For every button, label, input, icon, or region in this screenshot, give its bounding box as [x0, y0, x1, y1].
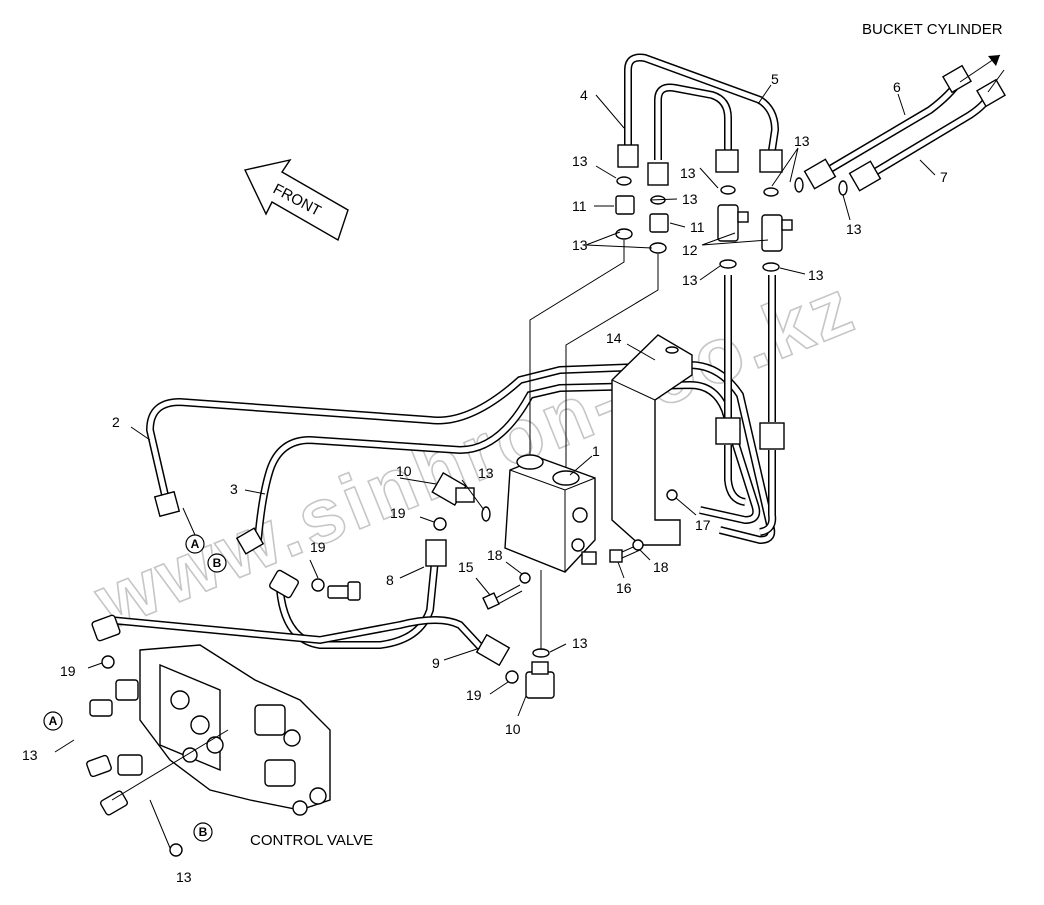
- pipe-5-nut-a: [647, 162, 669, 186]
- elbow-10-a: [431, 472, 475, 506]
- washer-17: [666, 489, 678, 501]
- callout-19-b: 19: [310, 539, 326, 555]
- callout-3: 3: [230, 481, 238, 497]
- callout-11-b: 11: [690, 219, 705, 235]
- washer-18-b: [632, 539, 644, 551]
- tee-pipe-nut-a: [715, 417, 741, 445]
- callout-18-b: 18: [653, 559, 669, 575]
- callout-7: 7: [940, 169, 948, 185]
- bucket-cylinder-arrow: [959, 54, 1005, 93]
- marker-b-1: B: [207, 553, 227, 573]
- callout-8: 8: [386, 572, 394, 588]
- callout-11-a: 11: [572, 198, 587, 214]
- washer-18-a: [519, 572, 531, 584]
- pipe-2-nut: [153, 490, 181, 518]
- callout-4: 4: [580, 87, 588, 103]
- adapter-11-b: [649, 213, 669, 233]
- marker-a-2: A: [43, 711, 63, 731]
- bracket-14: [611, 334, 693, 546]
- oring-19-d: [101, 655, 115, 669]
- callout-9: 9: [432, 655, 440, 671]
- callout-15: 15: [458, 559, 474, 575]
- callout-leaders: [54, 84, 936, 753]
- callout-19-a: 19: [390, 505, 406, 521]
- hose-end-19: [269, 569, 299, 599]
- callout-13-b: 13: [572, 237, 588, 253]
- callout-13-k: 13: [22, 747, 38, 763]
- hose-9: [109, 616, 488, 655]
- tee-12-a-port: [737, 211, 749, 223]
- callout-10-a: 10: [396, 463, 412, 479]
- callout-13-i: 13: [478, 465, 494, 481]
- callout-13-l: 13: [176, 869, 192, 885]
- bolt-16: [609, 543, 641, 563]
- fitting-19-b: [327, 581, 361, 601]
- pipe-3: [254, 380, 761, 541]
- pipe-7-end: [976, 78, 1006, 108]
- elbow-10-b: [525, 661, 555, 699]
- pipe-4-nut: [617, 144, 639, 168]
- callout-numbers: 1 2 3 4 5 6 7 8 9 10 10 11 11 12 13 13 1…: [22, 71, 948, 885]
- oring-19-b: [311, 578, 325, 592]
- hose-9-nut: [475, 633, 511, 667]
- callout-19-c: 19: [466, 687, 482, 703]
- callout-18-a: 18: [487, 547, 503, 563]
- tee-pipe-nut-b: [759, 422, 785, 450]
- pipe-7-nut: [848, 160, 882, 192]
- marker-a-1: A: [185, 534, 205, 554]
- pipe-5: [654, 83, 732, 160]
- pipe-6-nut: [803, 158, 837, 190]
- pipe-5-nut-b: [715, 149, 739, 173]
- hose-8-nut: [425, 539, 447, 567]
- pipe-4: [624, 53, 780, 151]
- tee-12-b-port: [781, 219, 793, 231]
- callout-13-d: 13: [682, 191, 698, 207]
- oring-13-bottom: [169, 843, 183, 857]
- callout-13-j: 13: [572, 635, 588, 651]
- callout-1: 1: [592, 443, 600, 459]
- callout-16: 16: [616, 580, 632, 596]
- svg-text:B: B: [199, 825, 208, 839]
- callout-13-c: 13: [680, 165, 696, 181]
- callout-2: 2: [112, 414, 120, 430]
- bucket-cylinder-label: BUCKET CYLINDER: [862, 21, 1003, 38]
- hose-end-left: [91, 614, 121, 642]
- callout-6: 6: [893, 79, 901, 95]
- bolt-15: [482, 584, 523, 610]
- control-valve-label: CONTROL VALVE: [250, 832, 373, 849]
- callout-17: 17: [695, 517, 711, 533]
- svg-text:A: A: [191, 537, 200, 551]
- tee-12-a: [717, 204, 739, 242]
- callout-5: 5: [771, 71, 779, 87]
- callout-12: 12: [682, 242, 698, 258]
- tee-12-b: [761, 214, 783, 252]
- pipe-4-nut-b: [759, 149, 783, 173]
- callout-14: 14: [606, 330, 622, 346]
- svg-text:A: A: [49, 714, 58, 728]
- adapter-11-a: [615, 195, 635, 215]
- front-arrow: FRONT: [243, 158, 349, 242]
- callout-10-b: 10: [505, 721, 521, 737]
- o-rings: [481, 176, 848, 658]
- oring-19-c: [505, 670, 519, 684]
- callout-13-h: 13: [808, 267, 824, 283]
- control-valve-body: [86, 644, 331, 816]
- oring-19-a: [433, 517, 447, 531]
- pipe-3-nut: [235, 527, 265, 555]
- pipe-6-end: [942, 64, 972, 94]
- callout-13-g: 13: [682, 272, 698, 288]
- svg-text:B: B: [213, 556, 222, 570]
- tee-pipes: [724, 275, 777, 536]
- callout-13-e: 13: [794, 133, 810, 149]
- selector-valve-block: [504, 454, 597, 573]
- callout-13-f: 13: [846, 221, 862, 237]
- callout-13-a: 13: [572, 153, 588, 169]
- callout-19-d: 19: [60, 663, 76, 679]
- marker-b-2: B: [193, 822, 213, 842]
